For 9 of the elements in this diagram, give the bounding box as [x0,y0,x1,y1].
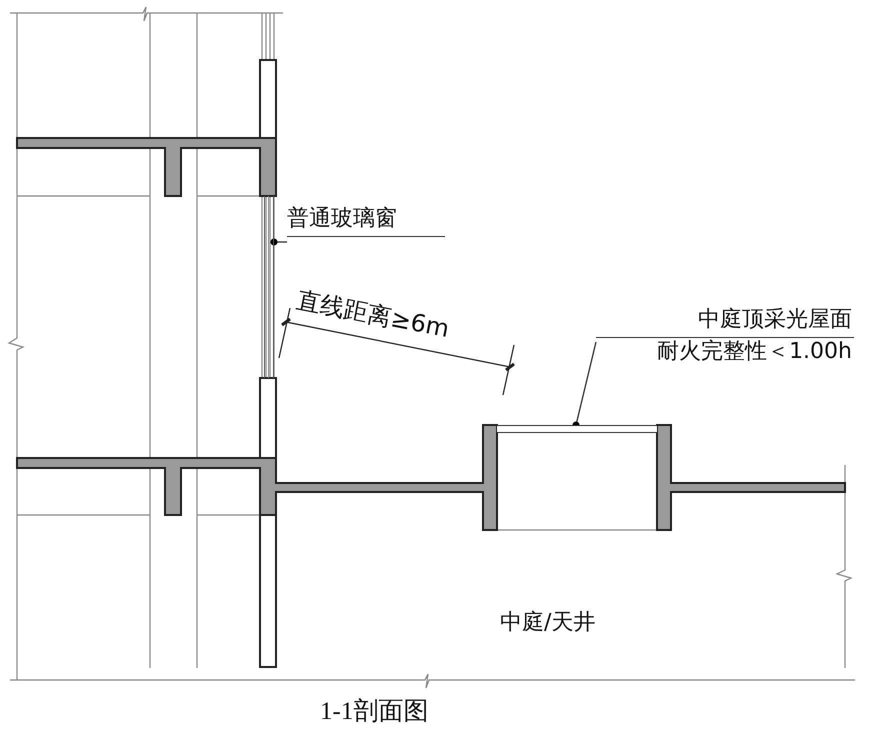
leader-line [270,238,287,246]
skylight-roof [497,425,657,433]
dimension-label: 直线距离≥6m [294,284,452,345]
callout-heading: 普通玻璃窗 [287,205,445,237]
area-label: 中庭/天井 [500,609,596,637]
section-caption: 1-1剖面图 [320,697,428,727]
callout-note: 耐火完整性＜1.00h [657,338,853,366]
glass-window [264,196,274,378]
callout-heading: 中庭顶采光屋面 [596,306,854,338]
